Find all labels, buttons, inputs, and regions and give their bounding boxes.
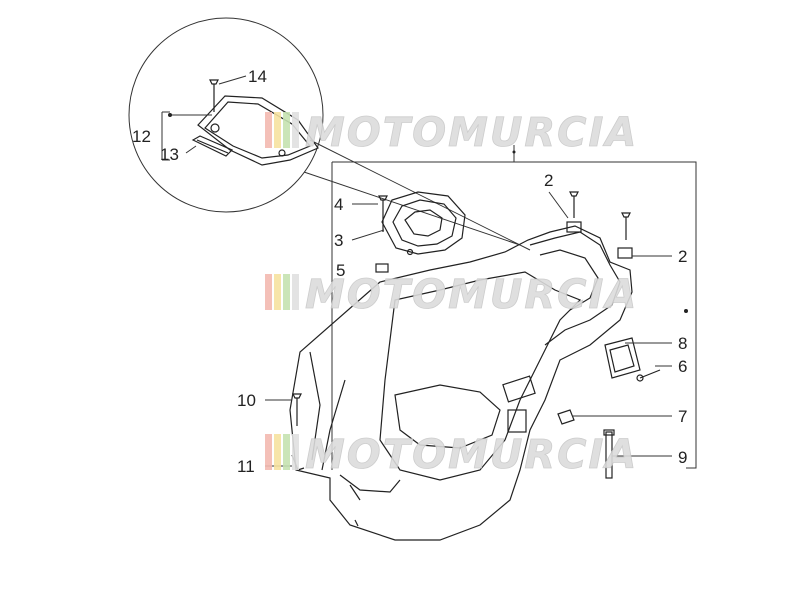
screw-icon [621, 212, 631, 218]
callout-11: 11 [237, 457, 255, 476]
rod-part [605, 431, 613, 479]
clip-nut [557, 409, 575, 425]
detail-leader-line-2 [309, 139, 531, 251]
detail-cover-plate [197, 95, 319, 166]
bowl-cover-outline [381, 191, 466, 255]
compartment-outer-shell [289, 225, 633, 541]
bowl-cover [381, 191, 466, 256]
callout-labels: 14 12 13 2 2 4 3 5 8 6 7 9 10 11 [132, 67, 687, 476]
watermark-text: MOTOMURCIA [305, 432, 638, 478]
detail-cover-inner [204, 101, 311, 159]
watermark-stripe [265, 112, 272, 148]
watermark-stripe [283, 274, 290, 310]
leader-14 [218, 75, 247, 85]
compartment-notch [354, 519, 359, 527]
watermark-stripe [283, 112, 290, 148]
detail-screw-hole [210, 123, 220, 133]
callout-13: 13 [160, 145, 179, 164]
watermark-logo: MOTOMURCIA [265, 272, 638, 318]
latch-block [507, 409, 527, 433]
compartment-front-lip [339, 474, 401, 501]
rod-head [603, 429, 615, 436]
watermark-text: MOTOMURCIA [305, 110, 638, 156]
plate-part [604, 337, 641, 379]
watermark-logo: MOTOMURCIA [265, 110, 638, 156]
clip-nut [375, 263, 389, 273]
callout-10: 10 [237, 391, 256, 410]
callout-2-right: 2 [678, 247, 687, 266]
watermark-stripe [265, 434, 272, 470]
callout-3: 3 [334, 231, 343, 250]
leader-dot [168, 113, 172, 117]
bowl-cover-hole [406, 248, 414, 256]
detail-magnifier [128, 17, 531, 251]
screw-icon [569, 191, 579, 197]
compartment-rim-inner [539, 249, 599, 311]
callout-8: 8 [678, 334, 687, 353]
watermark-logo: MOTOMURCIA [265, 432, 638, 478]
callout-4: 4 [334, 195, 343, 214]
bowl-cover-center [404, 209, 443, 237]
screw-icon [292, 393, 302, 399]
callout-12: 12 [132, 127, 151, 146]
detail-circle [128, 17, 324, 213]
latch-housing [502, 375, 536, 403]
watermark-stripe [274, 112, 281, 148]
assembly-bracket [331, 145, 697, 470]
watermark-stripe [274, 434, 281, 470]
rubber-strip-line [196, 139, 229, 154]
clip-nut [566, 221, 582, 233]
watermark-text: MOTOMURCIA [305, 272, 638, 318]
detail-leader-line [303, 171, 521, 246]
screw-icon [209, 79, 219, 85]
compartment-floor [394, 384, 501, 449]
compartment-inner-cavity [379, 271, 582, 481]
watermark-stripe [292, 274, 299, 310]
screw-head [636, 374, 644, 382]
callout-7: 7 [678, 407, 687, 426]
watermark-stripe [292, 112, 299, 148]
screw-icon [378, 195, 388, 201]
watermark-stripe [265, 274, 272, 310]
leader-3 [351, 229, 385, 241]
callout-5: 5 [336, 261, 345, 280]
compartment-rim-left [309, 351, 346, 471]
callout-9: 9 [678, 448, 687, 467]
watermark-stripe [292, 434, 299, 470]
clip-nut [617, 247, 633, 259]
leader-13 [185, 145, 197, 154]
bowl-cover-inner [392, 199, 457, 247]
small-parts [292, 191, 661, 479]
callout-6: 6 [678, 357, 687, 376]
plate-part-inner [609, 344, 635, 373]
detail-screw-hole-2 [278, 149, 286, 157]
leader-2a [548, 191, 569, 219]
watermark-stripe [274, 274, 281, 310]
compartment-rim-right [529, 231, 621, 346]
rubber-strip [191, 135, 234, 157]
leader-dot [684, 309, 688, 313]
watermark-stripe [283, 434, 290, 470]
callout-2-top: 2 [544, 171, 553, 190]
leader-dot [512, 150, 516, 154]
callout-14: 14 [248, 67, 267, 86]
bracket-12 [161, 111, 170, 161]
watermark-group: MOTOMURCIA MOTOMURCIA MOTOMURCIA [265, 110, 638, 478]
